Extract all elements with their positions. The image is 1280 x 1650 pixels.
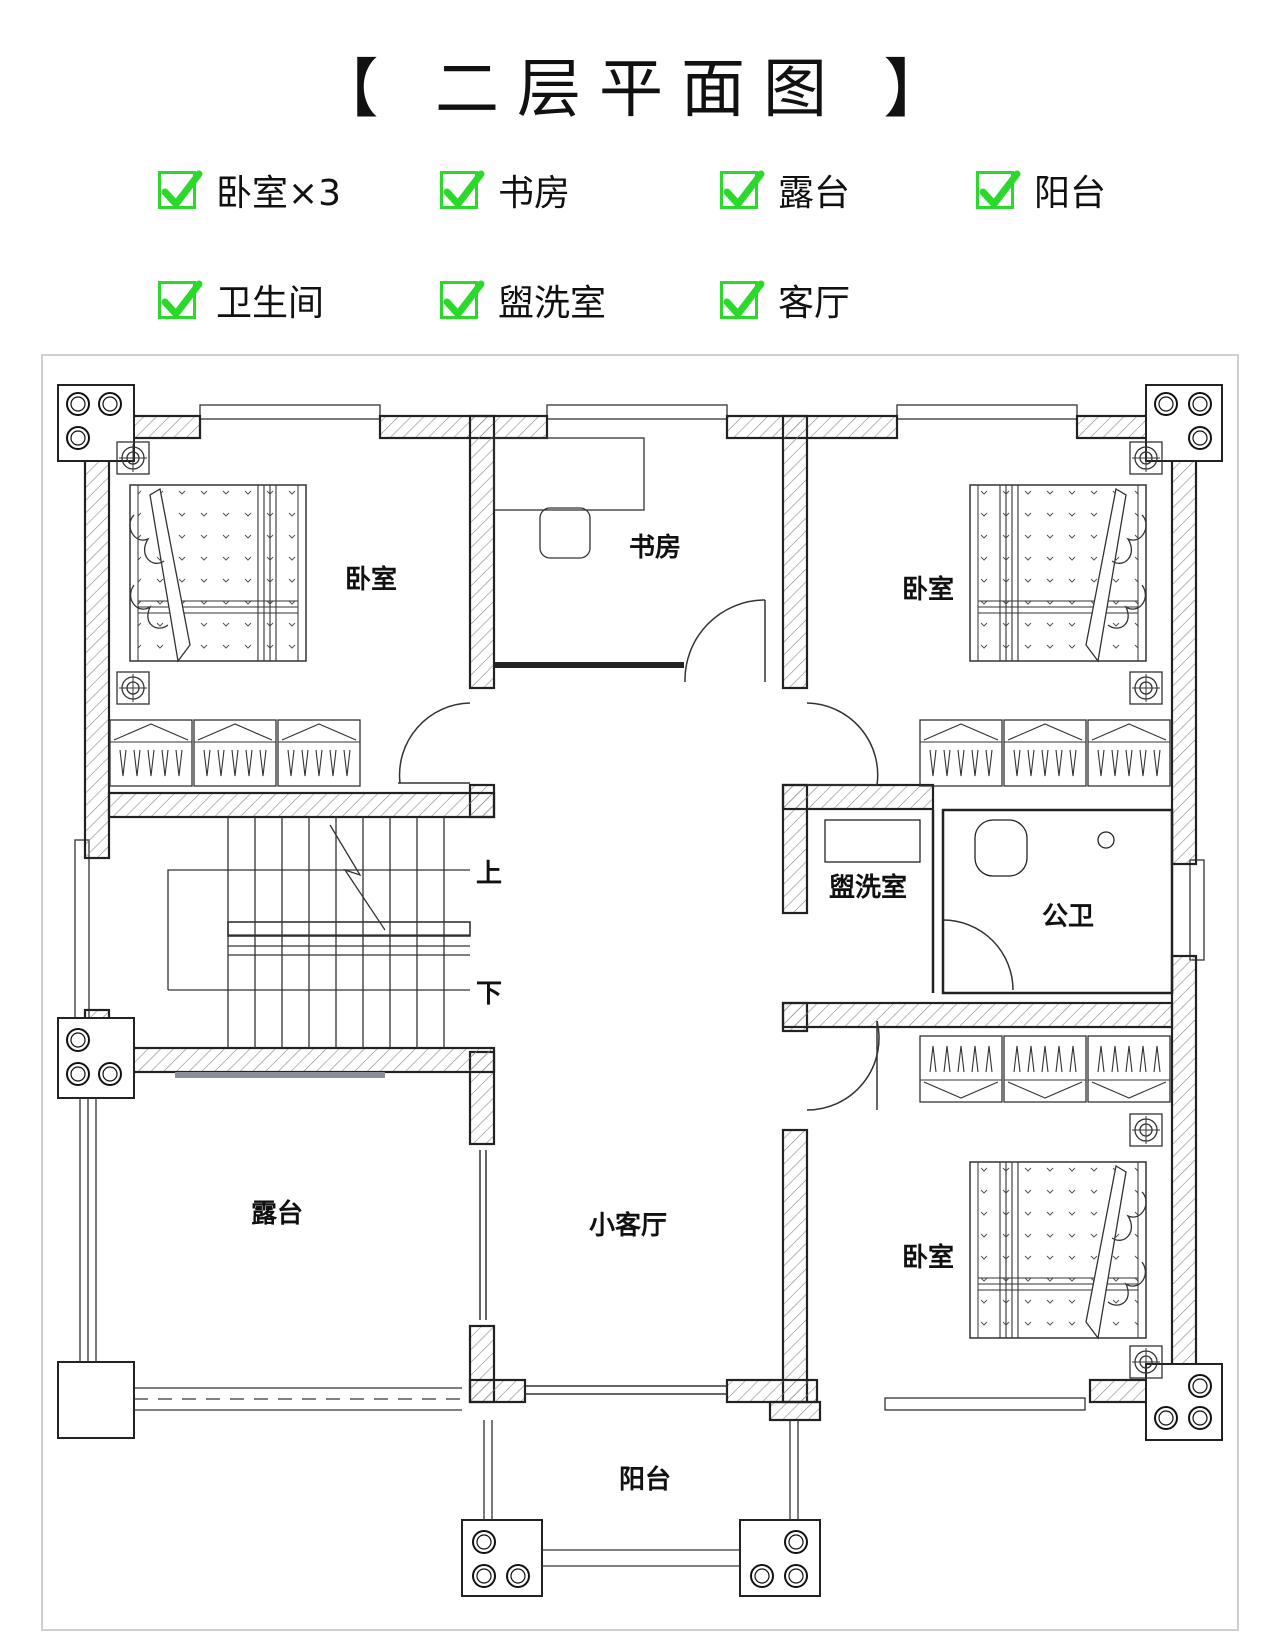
- feature-label: 露台: [778, 173, 851, 214]
- check-icon: [720, 170, 765, 209]
- room-label-bedroom-ne: 卧室: [902, 574, 954, 605]
- bathroom-walls: [824, 808, 1174, 995]
- study-furniture: [493, 437, 645, 559]
- feature-label: 客厅: [778, 283, 851, 324]
- feature-washroom: 盥洗室: [440, 276, 606, 324]
- stair-down-label: 下: [476, 979, 502, 1009]
- check-icon: [976, 170, 1021, 209]
- room-label-living: 小客厅: [589, 1210, 667, 1241]
- doors: [398, 599, 1014, 1395]
- feature-checklist: 卧室×3 书房 露台 阳台 卫生间 盥洗室 客厅: [0, 0, 1280, 340]
- check-icon: [158, 280, 203, 319]
- feature-living: 客厅: [720, 276, 850, 324]
- wardrobe-icon: [109, 719, 1171, 1103]
- room-label-balcony: 阳台: [619, 1464, 671, 1495]
- check-icon: [440, 170, 485, 209]
- bed-icon: [969, 1161, 1147, 1339]
- staircase: [167, 817, 471, 1048]
- check-icon: [720, 280, 765, 319]
- stair-up-label: 上: [476, 859, 502, 889]
- room-label-bedroom-nw: 卧室: [345, 564, 397, 595]
- room-label-public-wc: 公卫: [1042, 902, 1094, 932]
- room-label-bedroom-se: 卧室: [902, 1242, 954, 1273]
- railings: [79, 1098, 799, 1567]
- feature-label: 书房: [498, 173, 571, 214]
- room-label-study: 书房: [629, 533, 681, 563]
- feature-bathroom: 卫生间: [158, 276, 324, 324]
- bed-icon: [969, 484, 1147, 662]
- feature-terrace: 露台: [720, 166, 850, 214]
- feature-balcony: 阳台: [976, 166, 1106, 214]
- corner-columns: [57, 384, 1223, 1597]
- feature-study: 书房: [440, 166, 570, 214]
- feature-label: 卧室×3: [216, 173, 342, 214]
- bed-icon: [129, 484, 307, 662]
- room-label-washroom: 盥洗室: [829, 872, 907, 903]
- plan-frame: [41, 354, 1239, 1631]
- study-wall: [494, 662, 684, 668]
- feature-label: 卫生间: [216, 283, 325, 324]
- page-title: 【 二层平面图 】: [314, 53, 966, 127]
- room-label-terrace: 露台: [251, 1198, 303, 1229]
- feature-label: 盥洗室: [498, 283, 607, 324]
- check-icon: [158, 170, 203, 209]
- check-icon: [440, 280, 485, 319]
- feature-bedrooms: 卧室×3: [158, 166, 341, 214]
- terrace-edge: [175, 1072, 385, 1078]
- feature-label: 阳台: [1034, 173, 1107, 214]
